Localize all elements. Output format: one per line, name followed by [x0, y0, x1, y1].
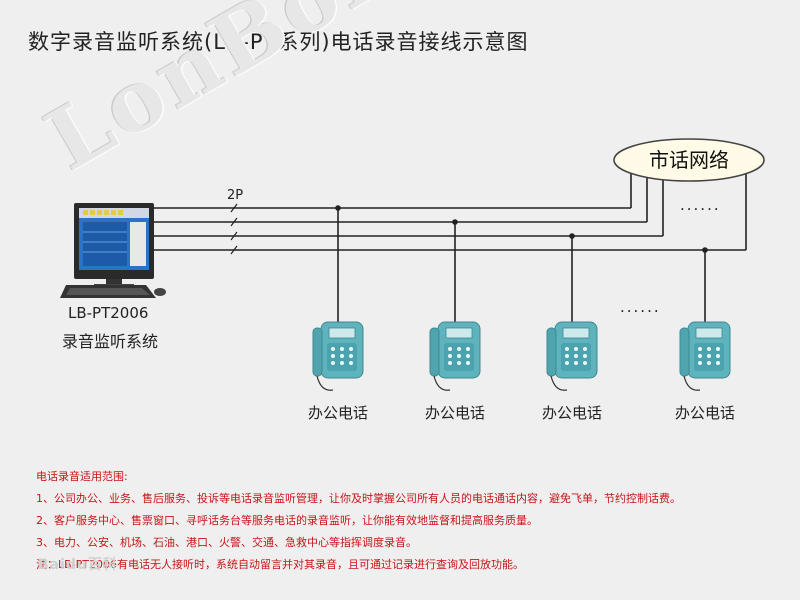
- junction-dot: [569, 233, 575, 239]
- phone-icon: [679, 321, 731, 391]
- phone-icon: [312, 321, 364, 391]
- baidu-logo: Baidu百科: [38, 557, 118, 573]
- notes-item-2: 2、客户服务中心、售票窗口、寻呼话务台等服务电话的录音监听，让你能有效地监督和提…: [36, 514, 538, 527]
- computer-model-label: LB-PT2006: [68, 304, 149, 322]
- tick-mark: [230, 217, 238, 227]
- diagram-title: 数字录音监听系统(LB-PT系列)电话录音接线示意图: [28, 30, 529, 54]
- junction-dot: [702, 247, 708, 253]
- junction-dot: [452, 219, 458, 225]
- computer-system-label: 录音监听系统: [62, 332, 159, 351]
- tick-mark: [230, 203, 238, 213]
- tick-mark: [230, 245, 238, 255]
- network-cloud: [613, 138, 765, 182]
- junction-dot: [335, 205, 341, 211]
- notes-item-4: 注：LB-PT2006有电话无人接听时，系统自动留言并对其录音，且可通过记录进行…: [36, 558, 524, 571]
- tick-mark: [230, 231, 238, 241]
- notes-item-1: 1、公司办公、业务、售后服务、投诉等电话录音监听管理，让你及时掌握公司所有人员的…: [36, 492, 681, 505]
- usage-notes: 电话录音适用范围: 1、公司办公、业务、售后服务、投诉等电话录音监听管理，让你及…: [36, 466, 796, 576]
- phone-label-2: 办公电话: [424, 404, 485, 422]
- notes-heading: 电话录音适用范围:: [36, 470, 128, 483]
- phone-icon: [429, 321, 481, 391]
- notes-item-3: 3、电力、公安、机场、石油、港口、火警、交通、急救中心等指挥调度录音。: [36, 536, 417, 549]
- ellipsis-bottom: ......: [620, 298, 661, 316]
- phone-label-3: 办公电话: [541, 404, 602, 422]
- phone-icon: [546, 321, 598, 391]
- computer-icon: [60, 203, 166, 298]
- network-label: 市话网络: [649, 148, 729, 172]
- ellipsis-top: ......: [680, 196, 721, 214]
- line-pair-label: 2P: [227, 188, 244, 203]
- phone-label-4: 办公电话: [674, 404, 735, 422]
- phone-label-1: 办公电话: [307, 404, 368, 422]
